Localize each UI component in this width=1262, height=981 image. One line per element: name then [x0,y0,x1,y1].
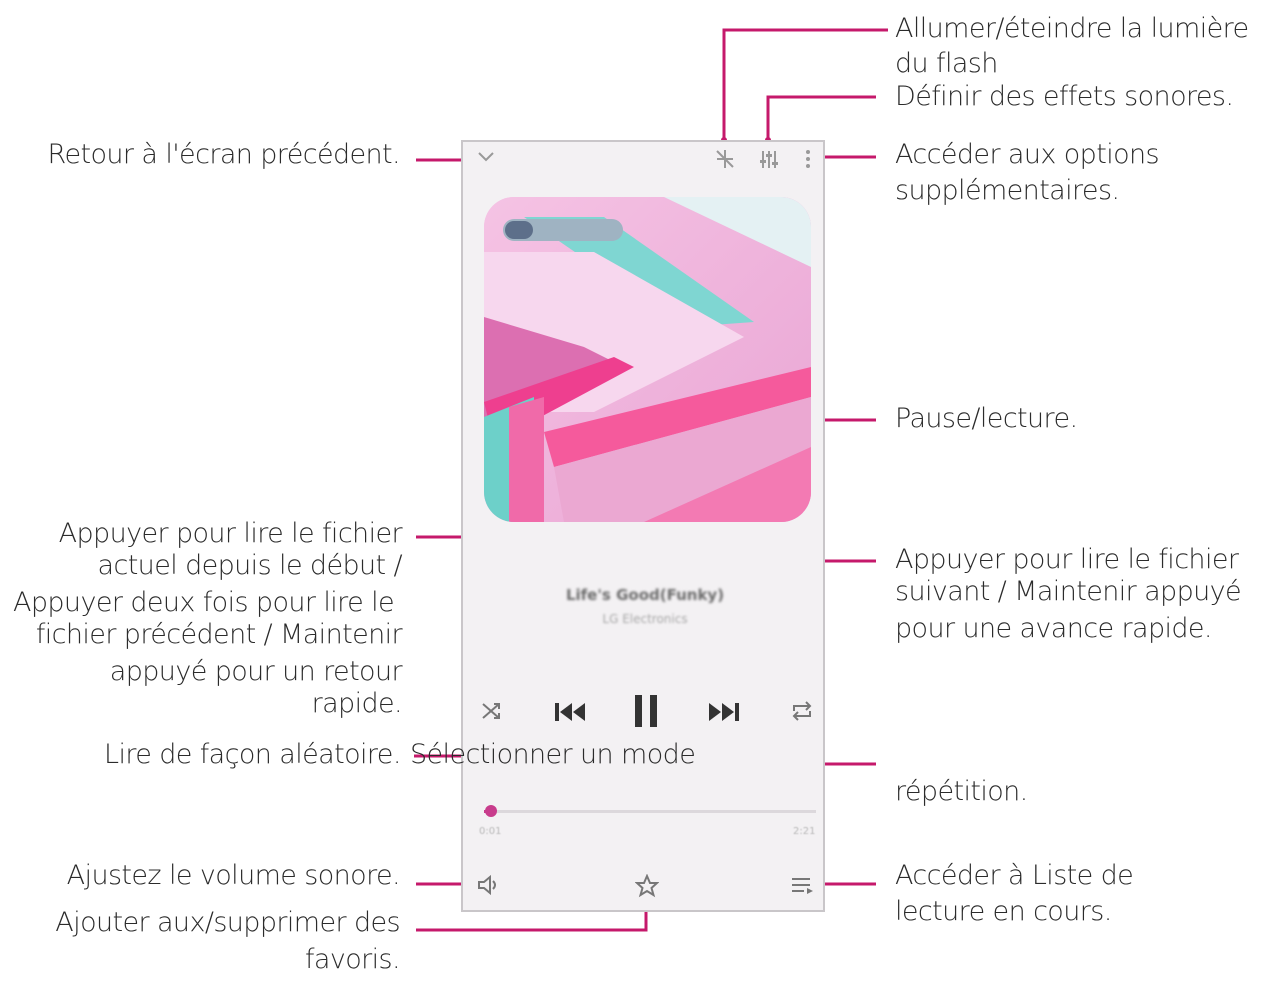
seek-handle[interactable] [485,805,497,817]
label-playlist-line1: Accéder à Liste de [895,860,1134,891]
label-previous-line4: fichier précédent / Maintenir [35,619,403,650]
star-icon[interactable] [634,873,660,902]
label-favorites-line2: favoris. [305,944,401,975]
label-previous-line5: appuyé pour un retour [109,656,403,687]
volume-icon[interactable] [476,874,500,900]
pause-icon[interactable] [632,693,660,733]
label-next-line2: suivant / Maintenir appuyé [895,576,1242,607]
song-title: Life's Good(Funky) [565,586,725,604]
more-vert-icon[interactable] [803,148,813,174]
label-repeat-line1: Sélectionner un mode [410,739,696,770]
callout-flash [722,28,888,140]
playlist-icon[interactable] [790,874,814,900]
equalizer-icon[interactable] [758,148,780,174]
album-art [484,197,811,522]
label-back: Retour à l'écran précédent. [47,139,401,170]
chevron-down-icon[interactable] [476,148,496,168]
album-badge-pill [503,219,623,241]
total-duration: 2:21 [793,826,816,837]
label-volume: Ajustez le volume sonore. [66,860,401,891]
repeat-icon[interactable] [790,700,814,726]
shuffle-icon[interactable] [480,700,502,726]
label-previous-line3: Appuyer deux fois pour lire le [12,587,395,618]
label-sound-effects: Définir des effets sonores. [895,81,1234,112]
label-more-options-line1: Accéder aux options [895,139,1160,170]
hifi-badge [505,221,533,239]
label-more-options-line2: supplémentaires. [895,175,1120,206]
next-icon[interactable] [707,700,741,728]
label-shuffle: Lire de façon aléatoire. [104,739,401,770]
label-previous-line6: rapide. [311,688,403,719]
label-playlist-line2: lecture en cours. [895,896,1112,927]
label-previous-line1: Appuyer pour lire le fichier [58,518,403,549]
flash-icon[interactable] [714,148,736,174]
label-next-line1: Appuyer pour lire le fichier [895,544,1239,575]
label-favorites-line1: Ajouter aux/supprimer des [55,907,400,938]
label-next-line3: pour une avance rapide. [895,613,1213,644]
label-previous-line2: actuel depuis le début / [97,550,403,581]
label-pause-play: Pause/lecture. [895,403,1078,434]
label-repeat-line2: répétition. [895,776,1028,807]
callout-sound-effects [766,95,876,140]
previous-icon[interactable] [553,700,587,728]
label-flash-line2: du flash [895,48,998,79]
seek-bar[interactable] [484,810,816,813]
elapsed-time: 0:01 [479,826,502,837]
artist-name: LG Electronics [602,612,688,626]
label-flash-line1: Allumer/éteindre la lumière [895,13,1249,44]
